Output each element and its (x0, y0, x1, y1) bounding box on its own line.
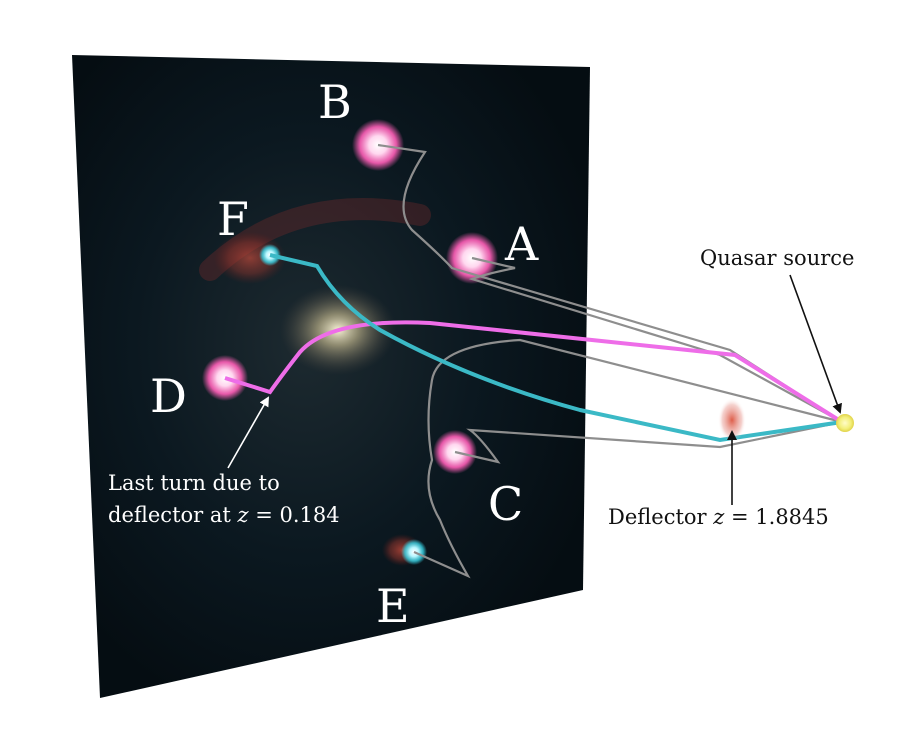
gray-path-a (468, 256, 843, 423)
image-label-d: D (150, 369, 187, 423)
annotations: Quasar source Deflector z = 1.8845 Last … (108, 246, 854, 529)
deflector-and-source (718, 398, 854, 442)
last-turn-arrow (227, 396, 269, 469)
deflector-label-value: = 1.8845 (724, 505, 828, 529)
deflector-glow (718, 398, 746, 442)
gray-path-e (413, 338, 843, 579)
image-panel-background (72, 55, 590, 698)
last-turn-label-z: z (237, 503, 250, 527)
last-turn-label-value: = 0.184 (249, 503, 340, 527)
image-label-b: B (318, 75, 352, 129)
gray-path-b (377, 143, 843, 423)
quasar-source-dot (836, 414, 854, 432)
quasar-source-label: Quasar source (700, 246, 854, 270)
deflector-label-text: Deflector (608, 505, 713, 529)
last-turn-label-text: deflector at (108, 503, 238, 527)
last-turn-label-line1: Last turn due to (108, 471, 280, 495)
deflector-label-z: z (712, 505, 725, 529)
image-label-c: C (488, 477, 523, 531)
magenta-path-d (224, 320, 844, 424)
observed-image-panel: B F A D C E (72, 55, 590, 698)
last-turn-label-line2: deflector at z = 0.184 (108, 503, 340, 527)
quasar-source-arrow (789, 274, 842, 414)
deflector-label: Deflector z = 1.8845 (608, 505, 829, 529)
ray-paths (224, 143, 844, 579)
gray-path-c (454, 420, 843, 464)
image-label-f: F (217, 192, 249, 246)
image-label-a: A (504, 217, 539, 271)
image-f-blob (259, 244, 281, 266)
image-label-e: E (376, 579, 410, 633)
cyan-path-f (269, 253, 843, 443)
